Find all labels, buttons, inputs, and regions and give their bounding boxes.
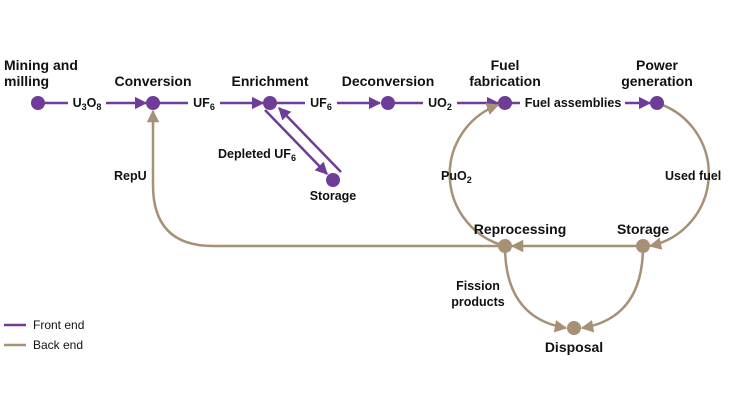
label-uf6-a: UF6 — [193, 96, 215, 112]
label-disposal: Disposal — [545, 339, 603, 355]
front-end-flows — [38, 96, 652, 175]
node-mining — [31, 96, 45, 110]
node-labels: Mining and milling Conversion Enrichment… — [4, 57, 693, 355]
label-fuel-assemblies: Fuel assemblies — [525, 96, 622, 110]
label-fission-line1: Fission — [456, 279, 500, 293]
label-repu: RepU — [114, 169, 147, 183]
back-end-flows — [146, 101, 710, 333]
legend-back-end-label: Back end — [33, 338, 83, 352]
flow-reprocessing-to-fuel-fabrication — [448, 103, 506, 248]
label-enrichment-storage: Storage — [310, 189, 357, 203]
label-puo2: PuO2 — [441, 169, 472, 185]
label-fuel-fabrication-line1: Fuel — [491, 57, 520, 73]
legend-front-end-label: Front end — [33, 318, 84, 332]
node-enrichment-storage — [326, 173, 340, 187]
node-enrichment — [263, 96, 277, 110]
node-disposal — [567, 321, 581, 335]
label-fission-line2: products — [451, 295, 505, 309]
flow-reprocessing-to-disposal — [503, 245, 568, 333]
label-used-fuel: Used fuel — [665, 169, 721, 183]
label-mining-line2: milling — [4, 73, 49, 89]
flow-storage-to-enrichment — [278, 107, 342, 173]
front-end-nodes — [31, 96, 664, 187]
node-conversion — [146, 96, 160, 110]
label-u3o8: U3O8 — [73, 96, 102, 112]
legend: Front end Back end — [4, 318, 84, 352]
node-deconversion — [381, 96, 395, 110]
back-end-nodes — [498, 239, 650, 335]
flow-labels: U3O8 UF6 UF6 UO2 Fuel assemblies Deplete… — [73, 96, 722, 309]
node-back-storage — [636, 239, 650, 253]
label-depleted-uf6: Depleted UF6 — [218, 147, 296, 163]
label-conversion: Conversion — [114, 73, 191, 89]
flow-storage-to-disposal — [580, 245, 645, 333]
label-reprocessing: Reprocessing — [474, 221, 567, 237]
label-fuel-fabrication-line2: fabrication — [469, 73, 541, 89]
label-power-line1: Power — [636, 57, 679, 73]
flow-enrichment-to-storage — [264, 109, 328, 175]
label-deconversion: Deconversion — [342, 73, 435, 89]
label-power-line2: generation — [621, 73, 693, 89]
node-power-generation — [650, 96, 664, 110]
flow-reprocessing-to-conversion — [146, 109, 505, 248]
label-uf6-b: UF6 — [310, 96, 332, 112]
label-uo2: UO2 — [428, 96, 452, 112]
label-mining-line1: Mining and — [4, 57, 78, 73]
flow-power-to-storage — [648, 101, 710, 250]
node-fuel-fabrication — [498, 96, 512, 110]
label-enrichment: Enrichment — [231, 73, 308, 89]
label-back-storage: Storage — [617, 221, 669, 237]
node-reprocessing — [498, 239, 512, 253]
